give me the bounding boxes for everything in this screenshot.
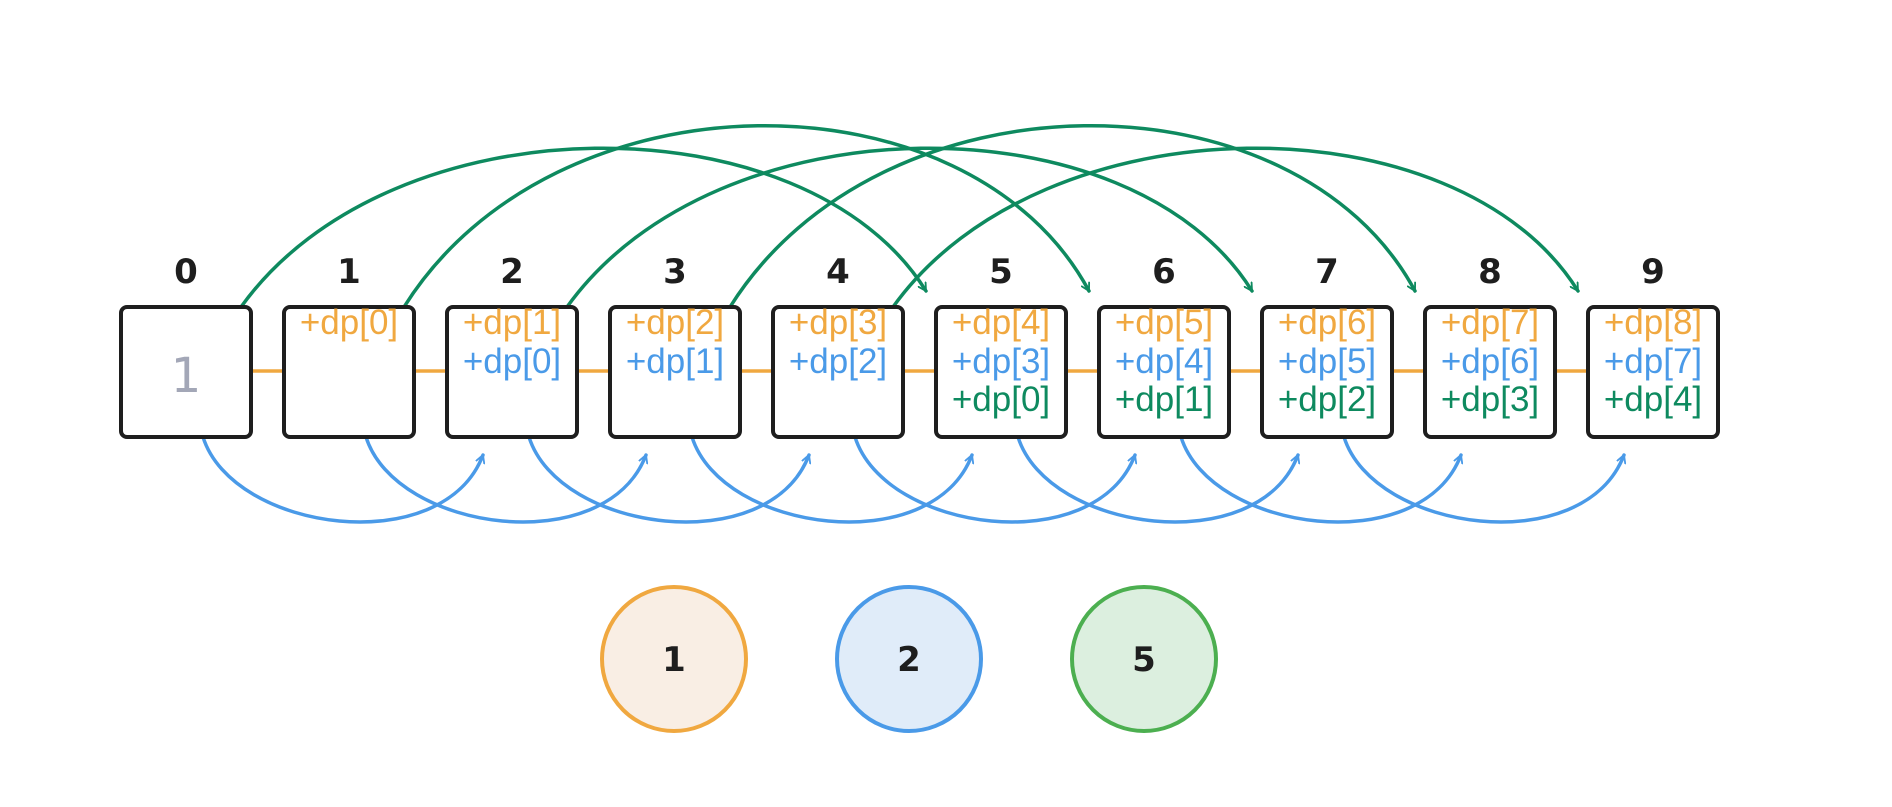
coin2-arc: [201, 435, 483, 524]
cell-index-label: 4: [826, 252, 850, 292]
cell-box: [1097, 305, 1231, 439]
cell-initial-value: 1: [171, 348, 202, 404]
cell-term-coin2: +dp[4]: [1115, 342, 1213, 381]
coin-circle: [600, 585, 748, 733]
cell-term-coin2: +dp[6]: [1441, 342, 1539, 381]
cell-box: [934, 305, 1068, 439]
cell-index-label: 7: [1315, 252, 1339, 292]
coin5-arc: [565, 146, 1254, 309]
dp-cell-5: 5 +dp[4]+dp[3]+dp[0]: [934, 252, 1068, 439]
dp-cell-6: 6 +dp[5]+dp[4]+dp[1]: [1097, 252, 1231, 439]
dp-cell-3: 3 +dp[2]+dp[1]: [608, 252, 742, 439]
cell-box: [445, 305, 579, 439]
cell-term-coin1: +dp[5]: [1115, 303, 1213, 342]
cell-term-coin1: +dp[8]: [1604, 303, 1702, 342]
cell-index-label: 5: [989, 252, 1013, 292]
coin5-arc: [728, 123, 1417, 309]
cell-term-coin1: +dp[4]: [952, 303, 1050, 342]
cell-index-label: 3: [663, 252, 687, 292]
cell-term-coin2: +dp[0]: [463, 342, 561, 381]
cell-index-label: 9: [1641, 252, 1665, 292]
cell-index-label: 0: [174, 252, 198, 292]
cell-box: [119, 305, 253, 439]
coin2-arc: [527, 435, 809, 524]
coin-circle: [835, 585, 983, 733]
coin2-arc: [853, 435, 1135, 524]
coin5-arc: [239, 146, 928, 309]
cell-index-label: 2: [500, 252, 524, 292]
dp-cell-4: 4 +dp[3]+dp[2]: [771, 252, 905, 439]
cell-term-coin1: +dp[7]: [1441, 303, 1539, 342]
coin2-arc: [364, 435, 646, 524]
cell-term-coin5: +dp[2]: [1278, 380, 1376, 419]
coin-2: 2: [835, 585, 983, 733]
cell-box: [771, 305, 905, 439]
cell-index-label: 1: [337, 252, 361, 292]
coin2-arc: [1016, 435, 1298, 524]
coin2-arc: [1342, 435, 1624, 524]
cell-box: [1586, 305, 1720, 439]
coin2-arc: [1179, 435, 1461, 524]
coin-5: 5: [1070, 585, 1218, 733]
cell-term-coin2: +dp[2]: [789, 342, 887, 381]
cell-term-coin1: +dp[6]: [1278, 303, 1376, 342]
cell-term-coin2: +dp[3]: [952, 342, 1050, 381]
cell-box: [608, 305, 742, 439]
dp-cell-0: 01: [119, 252, 253, 439]
coin-label: 2: [897, 640, 921, 680]
cell-term-coin2: +dp[7]: [1604, 342, 1702, 381]
dp-cell-1: 1 +dp[0]: [282, 252, 416, 439]
cell-term-coin2: +dp[1]: [626, 342, 724, 381]
cell-term-coin5: +dp[1]: [1115, 380, 1213, 419]
coin-circle: [1070, 585, 1218, 733]
cell-term-coin1: +dp[2]: [626, 303, 724, 342]
cell-term-coin5: +dp[4]: [1604, 380, 1702, 419]
cell-index-label: 8: [1478, 252, 1502, 292]
cell-term-coin5: +dp[3]: [1441, 380, 1539, 419]
cell-box: [282, 305, 416, 439]
dp-cell-2: 2 +dp[1]+dp[0]: [445, 252, 579, 439]
coin-label: 1: [662, 640, 686, 680]
dp-cell-7: 7 +dp[6]+dp[5]+dp[2]: [1260, 252, 1394, 439]
cell-box: [1423, 305, 1557, 439]
coin2-arc: [690, 435, 972, 524]
cell-term-coin1: +dp[1]: [463, 303, 561, 342]
coin5-arc: [402, 123, 1091, 309]
cell-box: [1260, 305, 1394, 439]
transition-arcs: [201, 123, 1624, 524]
dp-cells: 011+dp[0]2+dp[1]+dp[0]3+dp[2]+dp[1]4+dp[…: [119, 252, 1720, 439]
coin-1: 1: [600, 585, 748, 733]
cell-index-label: 6: [1152, 252, 1176, 292]
coin-legend: 1 2 5: [600, 585, 1218, 733]
dp-cell-9: 9 +dp[8]+dp[7]+dp[4]: [1586, 252, 1720, 439]
coin-label: 5: [1132, 640, 1156, 680]
cell-term-coin1: +dp[3]: [789, 303, 887, 342]
coin5-arc: [891, 146, 1580, 309]
dp-cell-8: 8 +dp[7]+dp[6]+dp[3]: [1423, 252, 1557, 439]
cell-term-coin5: +dp[0]: [952, 380, 1050, 419]
cell-term-coin1: +dp[0]: [300, 303, 398, 342]
cell-term-coin2: +dp[5]: [1278, 342, 1376, 381]
